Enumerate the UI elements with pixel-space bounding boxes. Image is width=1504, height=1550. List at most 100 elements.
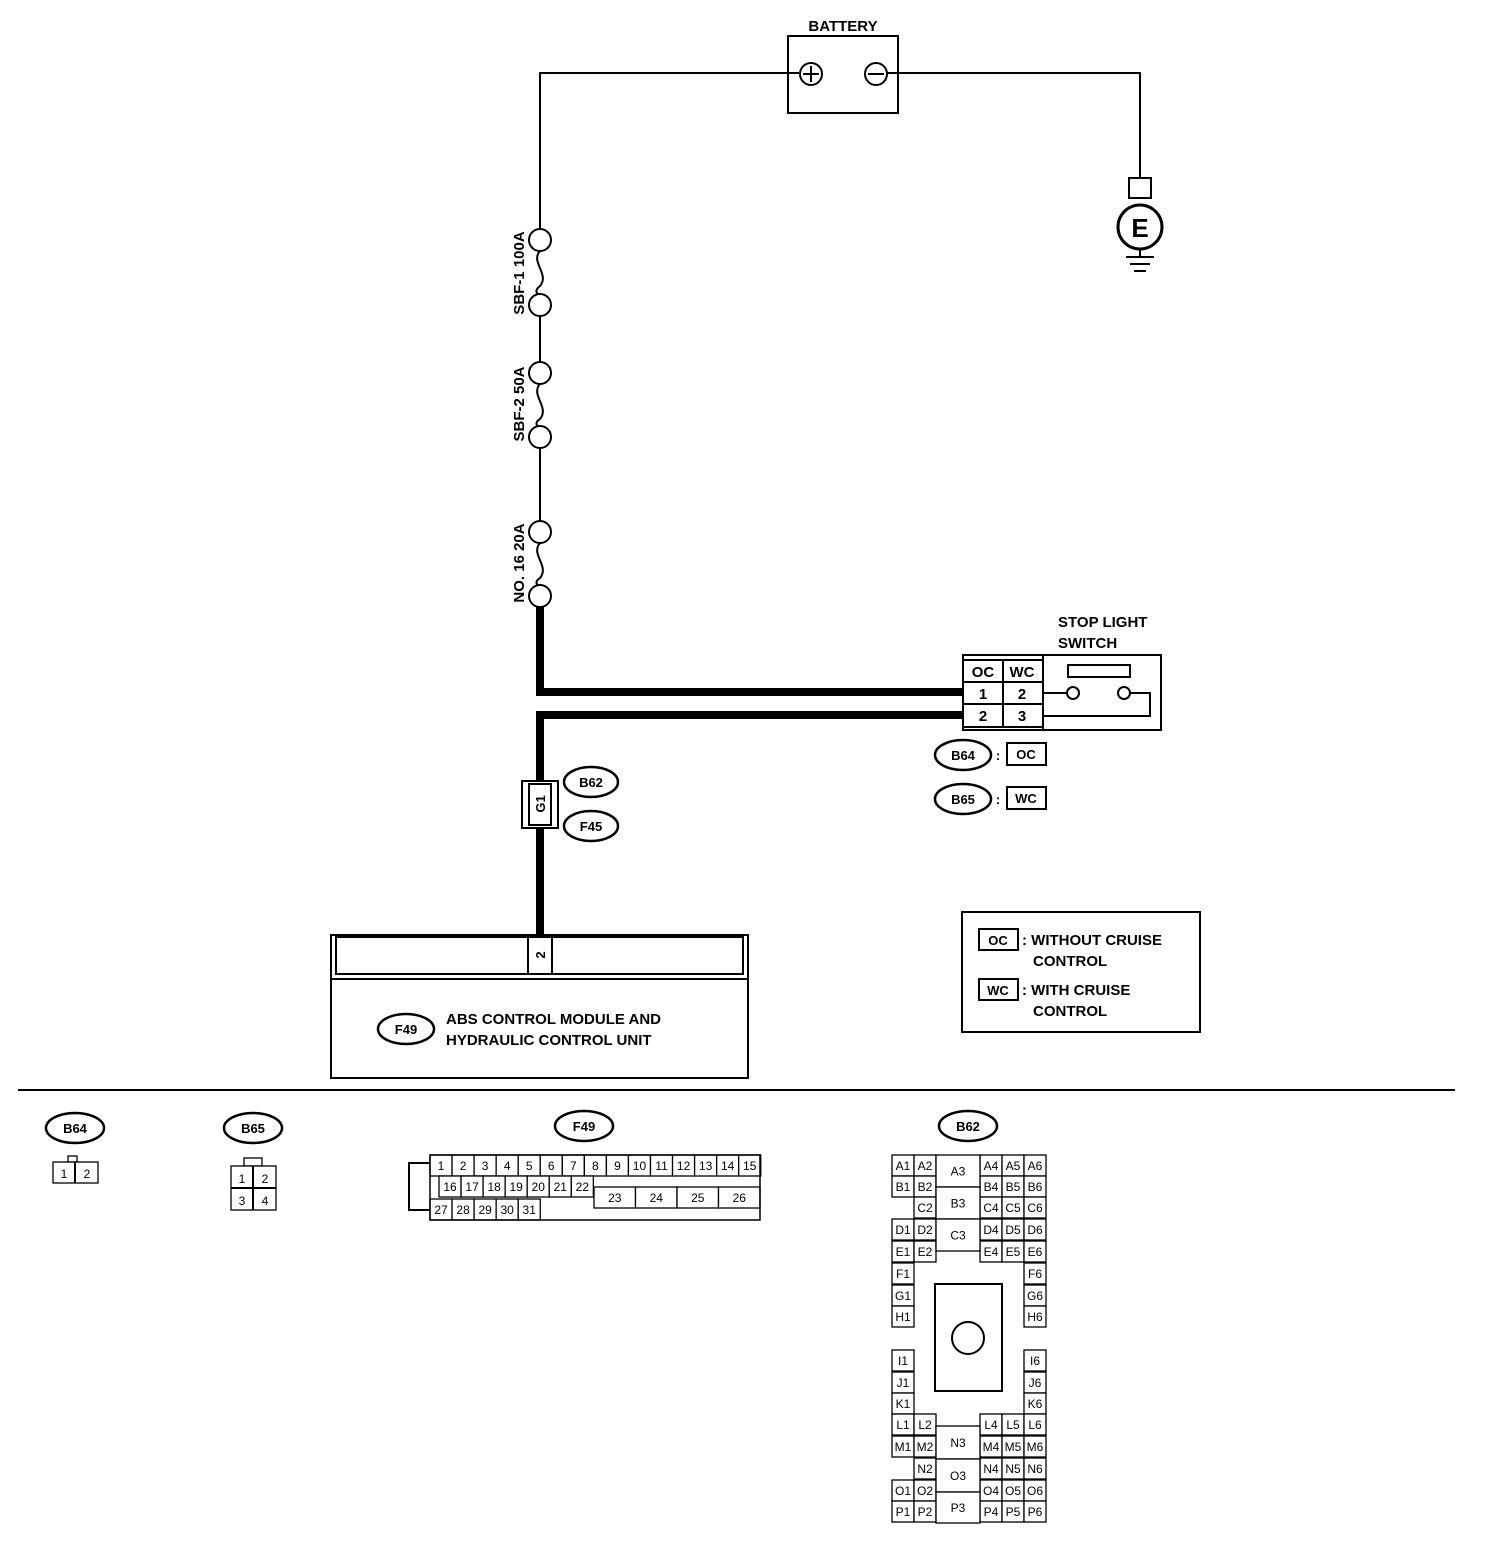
b62-pin-h6-cell — [1023, 1305, 1047, 1328]
b62-center-boss — [934, 1283, 1003, 1392]
b62-pin-j1: J1 — [897, 1376, 910, 1390]
ground-wire — [887, 72, 1141, 178]
b62-pin-b5: B5 — [1006, 1180, 1021, 1194]
f49-pin-9: 9 — [614, 1159, 621, 1173]
battery: BATTERY — [787, 18, 899, 114]
b62-pin-p3: P3 — [951, 1501, 966, 1515]
wire-to-stop-switch-1 — [536, 607, 963, 696]
svg-text:F45: F45 — [580, 819, 602, 834]
switch-pin-oc-2: 2 — [979, 708, 987, 725]
b62-pin-l6: L6 — [1028, 1418, 1042, 1432]
abs-ref-oval — [376, 1012, 436, 1046]
b62-pin-d6: D6 — [1027, 1223, 1043, 1237]
f49-pin-7: 7 — [570, 1159, 577, 1173]
b62-pin-o1: O1 — [895, 1484, 911, 1498]
abs-ref-label: F49 — [395, 1022, 417, 1037]
b62-pin-n6-cell — [1023, 1457, 1047, 1480]
b62-pin-a1: A1 — [896, 1159, 911, 1173]
abs-name-line1: ABS CONTROL MODULE AND — [446, 1011, 661, 1028]
f49-pin-4: 4 — [504, 1159, 511, 1173]
b62-pin-c3: C3 — [950, 1229, 966, 1243]
b62-pin-p4: P4 — [984, 1505, 999, 1519]
connector-view-b62: B62 A1B1D1E1F1G1H1I1J1K1L1M1O1P1A2B2C2D2… — [891, 1109, 1047, 1524]
switch-plunger — [1067, 664, 1131, 678]
b62-pin-m5: M5 — [1005, 1440, 1022, 1454]
legend-wc-code: WC — [987, 983, 1009, 998]
b62-pin-b1: B1 — [896, 1180, 911, 1194]
b62-pin-n3: N3 — [950, 1436, 966, 1450]
legend-oc-line1: : WITHOUT CRUISE — [1022, 932, 1162, 949]
b62-title: B62 — [956, 1119, 980, 1134]
f49-pin-30: 30 — [500, 1203, 514, 1217]
abs-pin-2 — [527, 936, 553, 975]
b62-pin-p6-cell — [1023, 1500, 1047, 1523]
b65-pin-3: 3 — [239, 1194, 246, 1208]
b62-pin-h1: H1 — [895, 1310, 911, 1324]
b65-pin-1: 1 — [239, 1172, 246, 1186]
b62-pin-l4: L4 — [984, 1418, 998, 1432]
switch-pin-oc-1: 1 — [979, 686, 987, 703]
f49-pin-29: 29 — [478, 1203, 492, 1217]
b62-pin-a5: A5 — [1006, 1159, 1021, 1173]
b62-pin-l2: L2 — [918, 1418, 932, 1432]
ground-label: E — [1131, 213, 1148, 243]
wire-from-stop-switch-2 — [536, 711, 963, 782]
b62-pin-e5: E5 — [1006, 1245, 1021, 1259]
switch-col-oc: OC — [972, 664, 995, 681]
f49-pin-19: 19 — [509, 1180, 523, 1194]
b62-pin-b2: B2 — [918, 1180, 933, 1194]
f49-pin-18: 18 — [487, 1180, 501, 1194]
svg-text::: : — [996, 748, 1000, 763]
b62-pin-p1: P1 — [896, 1505, 911, 1519]
f49-pin-20: 20 — [532, 1180, 546, 1194]
fuse-no16: NO. 16 20A — [511, 520, 552, 608]
f49-pin-27: 27 — [434, 1203, 448, 1217]
b62-pin-m6: M6 — [1027, 1440, 1044, 1454]
b62-pin-c5: C5 — [1005, 1201, 1021, 1215]
connector-ref-f45: F45 — [562, 809, 620, 843]
f49-pin-28: 28 — [456, 1203, 470, 1217]
legend-oc-code: OC — [988, 933, 1008, 948]
f49-pin-2: 2 — [460, 1159, 467, 1173]
b65-pin-2: 2 — [262, 1172, 269, 1186]
b62-pin-e4: E4 — [984, 1245, 999, 1259]
svg-text:OC: OC — [1016, 747, 1036, 762]
b62-pin-g1: G1 — [895, 1289, 911, 1303]
b62-center-hole — [951, 1321, 985, 1355]
b62-pin-f6: F6 — [1028, 1267, 1042, 1281]
fuse-sbf2-label: SBF-2 50A — [511, 366, 528, 441]
svg-text:B62: B62 — [579, 775, 603, 790]
b62-pin-o3: O3 — [950, 1469, 966, 1483]
legend-wc-line1: : WITH CRUISE — [1022, 982, 1130, 999]
fuse-sbf1-label: SBF-1 100A — [511, 231, 528, 315]
switch-pin-wc-2: 2 — [1018, 686, 1026, 703]
b62-pin-k6: K6 — [1028, 1397, 1043, 1411]
b62-pin-n5: N5 — [1005, 1462, 1021, 1476]
b62-pin-l6-cell — [1023, 1413, 1047, 1436]
b62-pin-d2: D2 — [917, 1223, 933, 1237]
connector-ref-b65: B65 : WC — [933, 782, 1047, 816]
b62-pin-n4: N4 — [983, 1462, 999, 1476]
stop-switch-label-1: STOP LIGHT — [1058, 614, 1147, 631]
b62-pin-n3-cell — [935, 1425, 981, 1460]
b62-pin-c6-cell — [1023, 1196, 1047, 1219]
f49-pin-22: 22 — [576, 1180, 590, 1194]
connector-ref-b62: B62 — [562, 765, 620, 799]
f49-pin-23: 23 — [608, 1191, 622, 1205]
b62-pin-c4: C4 — [983, 1201, 999, 1215]
f49-outline — [429, 1154, 761, 1221]
f49-pin-1: 1 — [438, 1159, 445, 1173]
stop-switch-label-2: SWITCH — [1058, 635, 1117, 652]
b62-pin-b4: B4 — [984, 1180, 999, 1194]
b62-pin-a6: A6 — [1028, 1159, 1043, 1173]
joint-connector-g1: G1 — [521, 780, 559, 829]
b62-pin-p3-cell — [935, 1491, 981, 1524]
f49-pin-17: 17 — [465, 1180, 479, 1194]
b62-pin-k1: K1 — [896, 1397, 911, 1411]
b62-pin-l5: L5 — [1006, 1418, 1020, 1432]
abs-name-line2: HYDRAULIC CONTROL UNIT — [446, 1032, 652, 1049]
b62-pin-d5: D5 — [1005, 1223, 1021, 1237]
b62-pin-c6: C6 — [1027, 1201, 1043, 1215]
